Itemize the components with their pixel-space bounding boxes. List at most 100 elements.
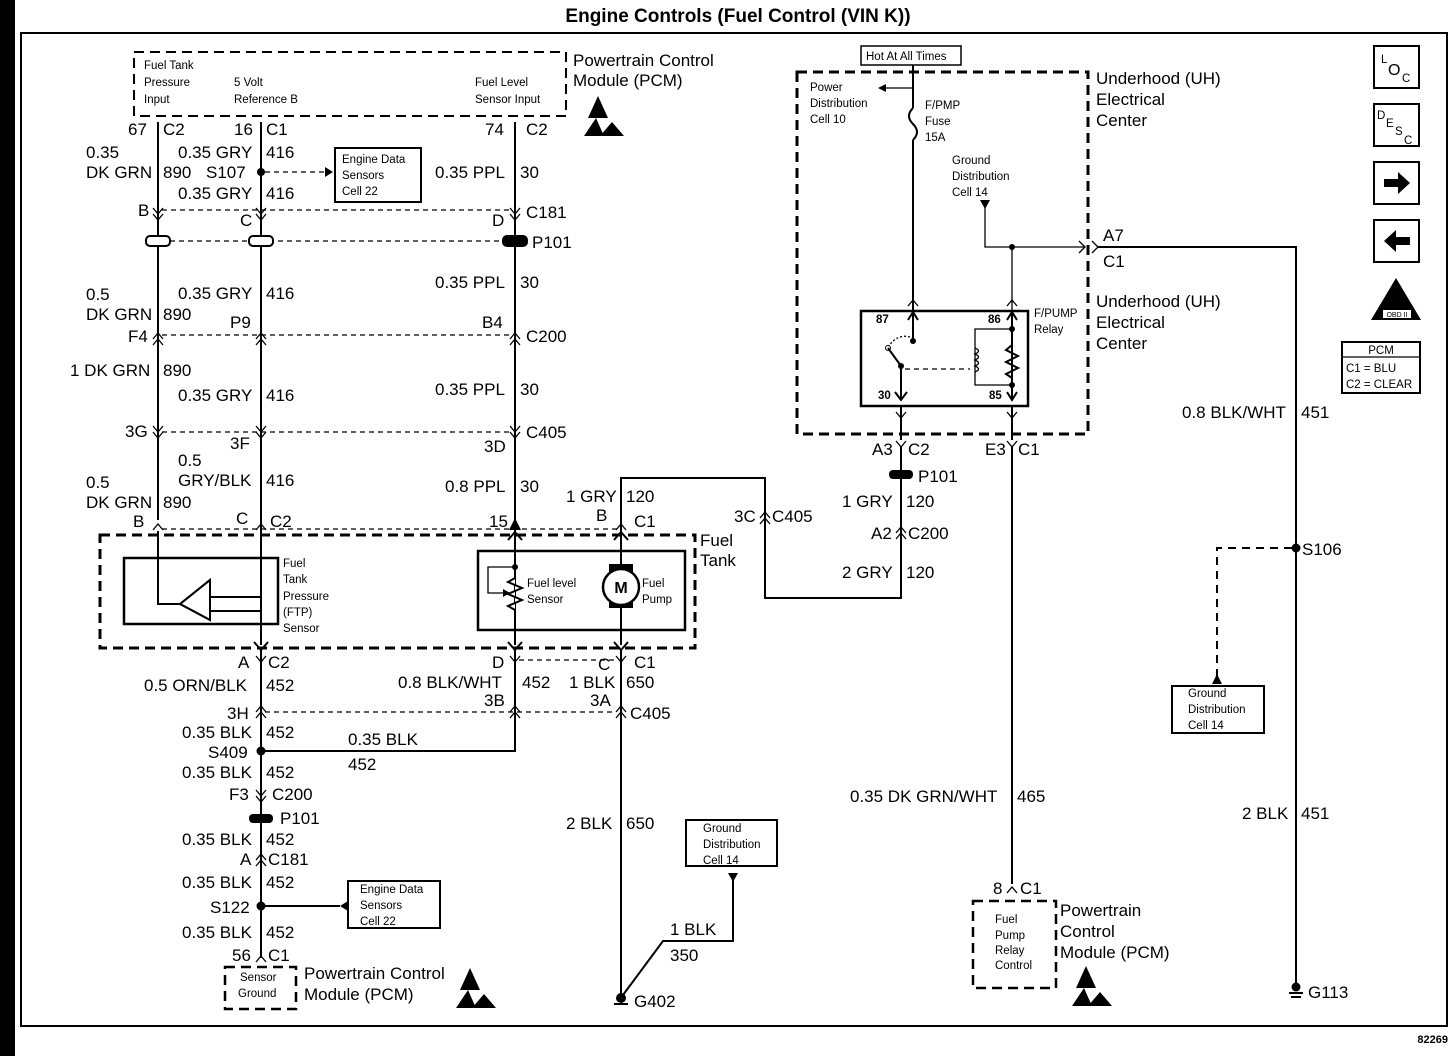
label-w15a: 2 GRY — [842, 563, 893, 582]
label-w17n: 452 — [522, 673, 550, 692]
label-l2: Tank — [283, 574, 308, 586]
label-w8n: 416 — [266, 386, 294, 405]
label-w19n: 452 — [266, 723, 294, 742]
label-w20n: 452 — [348, 755, 376, 774]
label-w8a: 0.35 GRY — [178, 386, 252, 405]
label-c181b: B — [138, 201, 149, 220]
label-s122: S122 — [210, 898, 250, 917]
label-l2: Pump — [642, 594, 672, 606]
label-c200c: C200 — [272, 785, 313, 804]
arrow-left-icon — [878, 84, 886, 92]
label-ftc: C — [236, 509, 248, 528]
label-w2a: 0.35 GRY — [178, 143, 252, 162]
label-w25a: 2 BLK — [566, 814, 613, 833]
label-c405b: C405 — [772, 507, 813, 526]
label-name-line2: Electrical — [1096, 90, 1165, 109]
label-w19a: 0.35 BLK — [182, 723, 253, 742]
label-g113: G113 — [1308, 983, 1348, 1002]
label-l3: Relay — [995, 945, 1025, 957]
label-w11n: 416 — [266, 471, 294, 490]
label-l2: Distribution — [952, 171, 1010, 183]
label-l1: Ground — [952, 155, 990, 167]
label-c200p9: P9 — [230, 313, 251, 332]
label-w18n: 650 — [626, 673, 654, 692]
desc-button[interactable]: D E S C — [1373, 103, 1420, 147]
label-p30: 30 — [878, 390, 891, 402]
relay-coil-icon — [973, 347, 980, 373]
ref-ground-distribution-mid[interactable]: Ground Distribution Cell 14 — [685, 819, 778, 867]
label-c405-3a: 3A — [590, 691, 611, 710]
label-w21a: 0.35 BLK — [182, 763, 253, 782]
ref-ground-distribution-right[interactable]: Ground Distribution Cell 14 — [1171, 685, 1265, 734]
next-page-button[interactable] — [1373, 161, 1420, 205]
label-w13n: 120 — [626, 487, 654, 506]
label-c181a: A — [240, 850, 252, 869]
label-ftcc: C — [598, 655, 610, 674]
label-c: C — [1402, 73, 1410, 85]
label-s107: S107 — [206, 163, 246, 182]
label-w23a: 0.35 BLK — [182, 873, 253, 892]
label-name-line2: Module (PCM) — [573, 71, 683, 90]
label-l3: Cell 14 — [703, 855, 739, 867]
label-w12n: 30 — [520, 477, 539, 496]
label-w1b: DK GRN — [86, 163, 152, 182]
label-l1: Ground — [1188, 688, 1226, 700]
label-name-line1: Underhood (UH) — [1096, 292, 1221, 311]
fuel-tank-assembly: Fuel Tank Fuel Tank Pressure (FTP) Senso… — [98, 530, 736, 652]
ref-engine-data-sensors-bottom[interactable]: Engine Data Sensors Cell 22 — [347, 880, 441, 929]
loc-button[interactable]: L O C — [1373, 45, 1420, 89]
label-l4: (FTP) — [283, 607, 313, 619]
label-c200b: C200 — [908, 524, 949, 543]
label-c181c: C — [240, 211, 252, 230]
label-ftd: D — [492, 653, 504, 672]
label-c405-3c: 3C — [734, 507, 756, 526]
label-l1: Ground — [703, 823, 741, 835]
label-d: C — [1404, 135, 1412, 147]
label-w26n: 350 — [670, 946, 698, 965]
wire-120 — [620, 455, 902, 640]
label-l3: Pressure — [283, 591, 329, 603]
label-l2: Pump — [995, 930, 1025, 942]
label-uha3: A3 — [872, 440, 893, 459]
previous-page-button[interactable] — [1373, 219, 1420, 263]
label-uhc1: C1 — [1018, 440, 1040, 459]
label-ftb: B — [133, 512, 144, 531]
label-l3: Cell 14 — [1188, 720, 1224, 732]
label-s106: S106 — [1302, 540, 1342, 559]
label-w2b: 0.35 GRY — [178, 184, 252, 203]
label-w26a: 1 BLK — [670, 920, 717, 939]
label-w2n: 416 — [266, 143, 294, 162]
label-w29a: 2 BLK — [1242, 804, 1289, 823]
figure-number: 82269 — [1417, 1034, 1448, 1046]
pcm-name: Powertrain Control — [573, 51, 714, 70]
label-l2: Relay — [1034, 324, 1064, 336]
label-c200a2: A2 — [871, 524, 892, 543]
label-l1: Fuel — [995, 914, 1017, 926]
label-s409: S409 — [208, 743, 248, 762]
ref-engine-data-sensors-top[interactable]: Engine Data Sensors Cell 22 — [334, 147, 422, 203]
label-w10a: 0.5 — [86, 473, 110, 492]
label-name-line2: Tank — [700, 551, 736, 570]
diagram-frame — [20, 32, 1448, 1027]
label-w17a: 0.8 BLK/WHT — [398, 673, 502, 692]
label-w25n: 650 — [626, 814, 654, 833]
label-w23n: 452 — [266, 873, 294, 892]
label-c405-3b: 3B — [484, 691, 505, 710]
fuel-pump-motor-icon — [601, 567, 641, 607]
label-c: S — [1395, 126, 1403, 138]
label-c181b: C181 — [268, 850, 309, 869]
label-l3: 15A — [925, 132, 946, 144]
label-w11b: GRY/BLK — [178, 471, 252, 490]
label-p86: 86 — [988, 314, 1001, 326]
label-w7n: 890 — [163, 361, 191, 380]
label-w7a: 1 DK GRN — [70, 361, 150, 380]
label-a7c1: C1 — [1103, 252, 1125, 271]
label-l2: 5 Volt — [234, 77, 264, 89]
label-c181d: D — [492, 211, 504, 230]
label-w9a: 0.35 PPL — [435, 380, 505, 399]
label-w10b: DK GRN — [86, 493, 152, 512]
p101-passthrough-lower — [249, 814, 273, 823]
label-w14a: 1 GRY — [842, 492, 893, 511]
label-l2: Sensors — [360, 900, 402, 912]
label-name-line1: Powertrain Control — [304, 964, 445, 983]
